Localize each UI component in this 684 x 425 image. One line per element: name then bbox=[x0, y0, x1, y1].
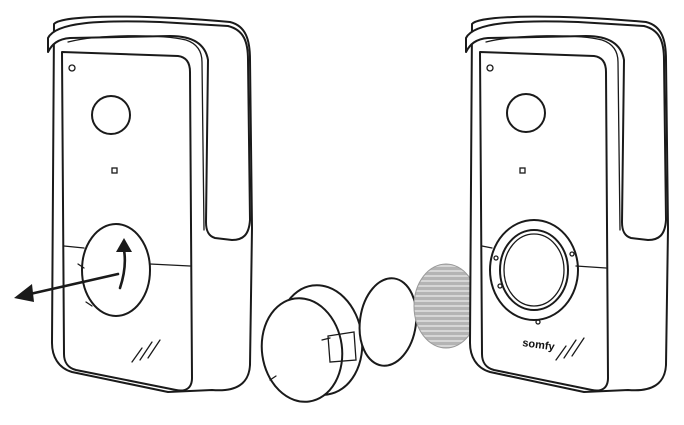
rain-hood bbox=[47, 20, 251, 241]
rubber-membrane bbox=[413, 263, 479, 349]
front-plate bbox=[61, 51, 193, 392]
removed-button-cap bbox=[260, 284, 364, 403]
speaker-icon bbox=[131, 339, 161, 363]
screw-icon bbox=[68, 64, 76, 72]
screw-icon bbox=[486, 64, 494, 72]
brand-logo: somfy bbox=[522, 337, 557, 354]
rotate-arrow-icon bbox=[116, 238, 132, 290]
rain-hood bbox=[465, 20, 667, 241]
sensor bbox=[519, 167, 526, 174]
speaker-icon bbox=[555, 337, 585, 361]
camera-lens bbox=[506, 93, 546, 133]
sensor bbox=[111, 167, 118, 174]
pull-out-arrow-icon bbox=[14, 272, 120, 302]
camera-lens bbox=[91, 95, 131, 135]
doorbell-left bbox=[14, 15, 253, 393]
button-cap bbox=[81, 223, 151, 317]
transparent-disc bbox=[358, 277, 418, 367]
speaker-ring bbox=[481, 219, 607, 325]
doorbell-right: somfy bbox=[465, 15, 669, 393]
